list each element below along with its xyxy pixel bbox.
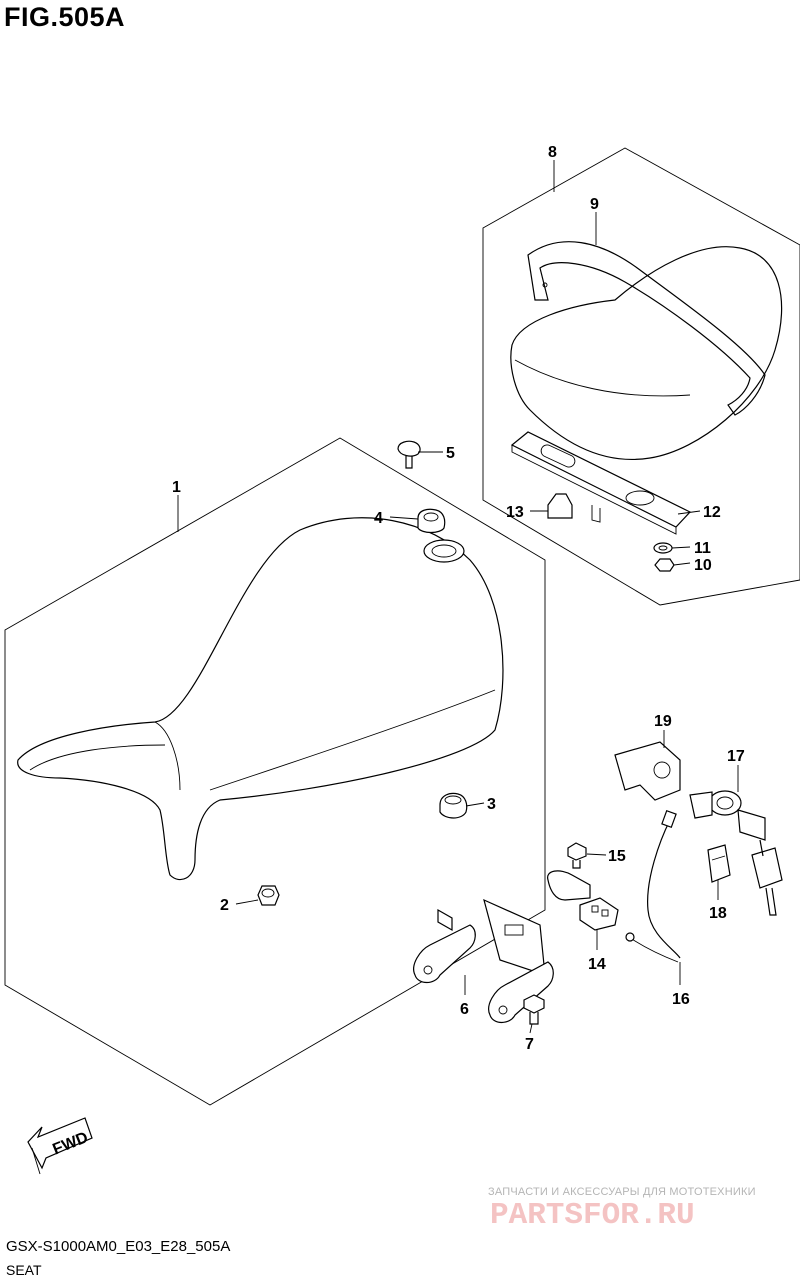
callout-11: 11 <box>694 540 711 557</box>
front-seat[interactable] <box>17 517 504 881</box>
seat-latch-14[interactable] <box>547 870 619 931</box>
cushion-nut-2[interactable] <box>257 885 280 906</box>
watermark-logo: PARTSFOR.RU <box>490 1198 695 1233</box>
rear-seat[interactable] <box>510 246 783 460</box>
grommet-4[interactable] <box>417 508 465 563</box>
forward-direction-arrow: FWD <box>27 1117 93 1175</box>
clip-18[interactable] <box>707 844 731 883</box>
diagram-caption: SEAT <box>6 1262 42 1278</box>
callout-10: 10 <box>694 557 712 574</box>
callout-4: 4 <box>374 510 383 527</box>
seat-lock-set-17[interactable] <box>689 790 783 916</box>
callout-19: 19 <box>654 713 672 730</box>
cushion-3[interactable] <box>439 792 468 819</box>
callout-12: 12 <box>703 504 721 521</box>
bolt-7[interactable] <box>523 994 545 1025</box>
rear-seat-group-outline <box>482 147 800 606</box>
seat-lock-cable-16[interactable] <box>625 809 681 963</box>
cushion-13[interactable] <box>547 493 573 519</box>
screw-5[interactable] <box>397 440 421 469</box>
washer-11[interactable] <box>653 542 673 554</box>
callout-15: 15 <box>608 848 626 865</box>
callout-6: 6 <box>460 1001 469 1018</box>
callout-2: 2 <box>220 897 229 914</box>
callout-13: 13 <box>506 504 524 521</box>
callout-1: 1 <box>172 479 181 496</box>
bolt-15[interactable] <box>567 842 587 869</box>
callout-5: 5 <box>446 445 455 462</box>
figure-title: FIG.505A <box>4 2 126 32</box>
callout-9: 9 <box>590 196 599 213</box>
grab-handle[interactable] <box>527 241 766 416</box>
diagram-code: GSX-S1000AM0_E03_E28_505A <box>6 1238 231 1255</box>
watermark-tagline: ЗАПЧАСТИ И АКСЕССУАРЫ ДЛЯ МОТОТЕХНИКИ <box>488 1186 756 1198</box>
callout-17: 17 <box>727 748 745 765</box>
seat-bracket-12[interactable] <box>510 431 691 535</box>
callout-16: 16 <box>672 991 690 1008</box>
seat-hook-bracket-6[interactable] <box>413 898 554 1024</box>
nut-10[interactable] <box>654 558 675 572</box>
front-seat-group-outline <box>4 437 546 1106</box>
callout-14: 14 <box>588 956 606 973</box>
leader-lines <box>177 160 739 1034</box>
callout-3: 3 <box>487 796 496 813</box>
callout-7: 7 <box>525 1036 534 1053</box>
callout-8: 8 <box>548 144 557 161</box>
lock-bracket-19[interactable] <box>614 741 681 801</box>
callout-18: 18 <box>709 905 727 922</box>
